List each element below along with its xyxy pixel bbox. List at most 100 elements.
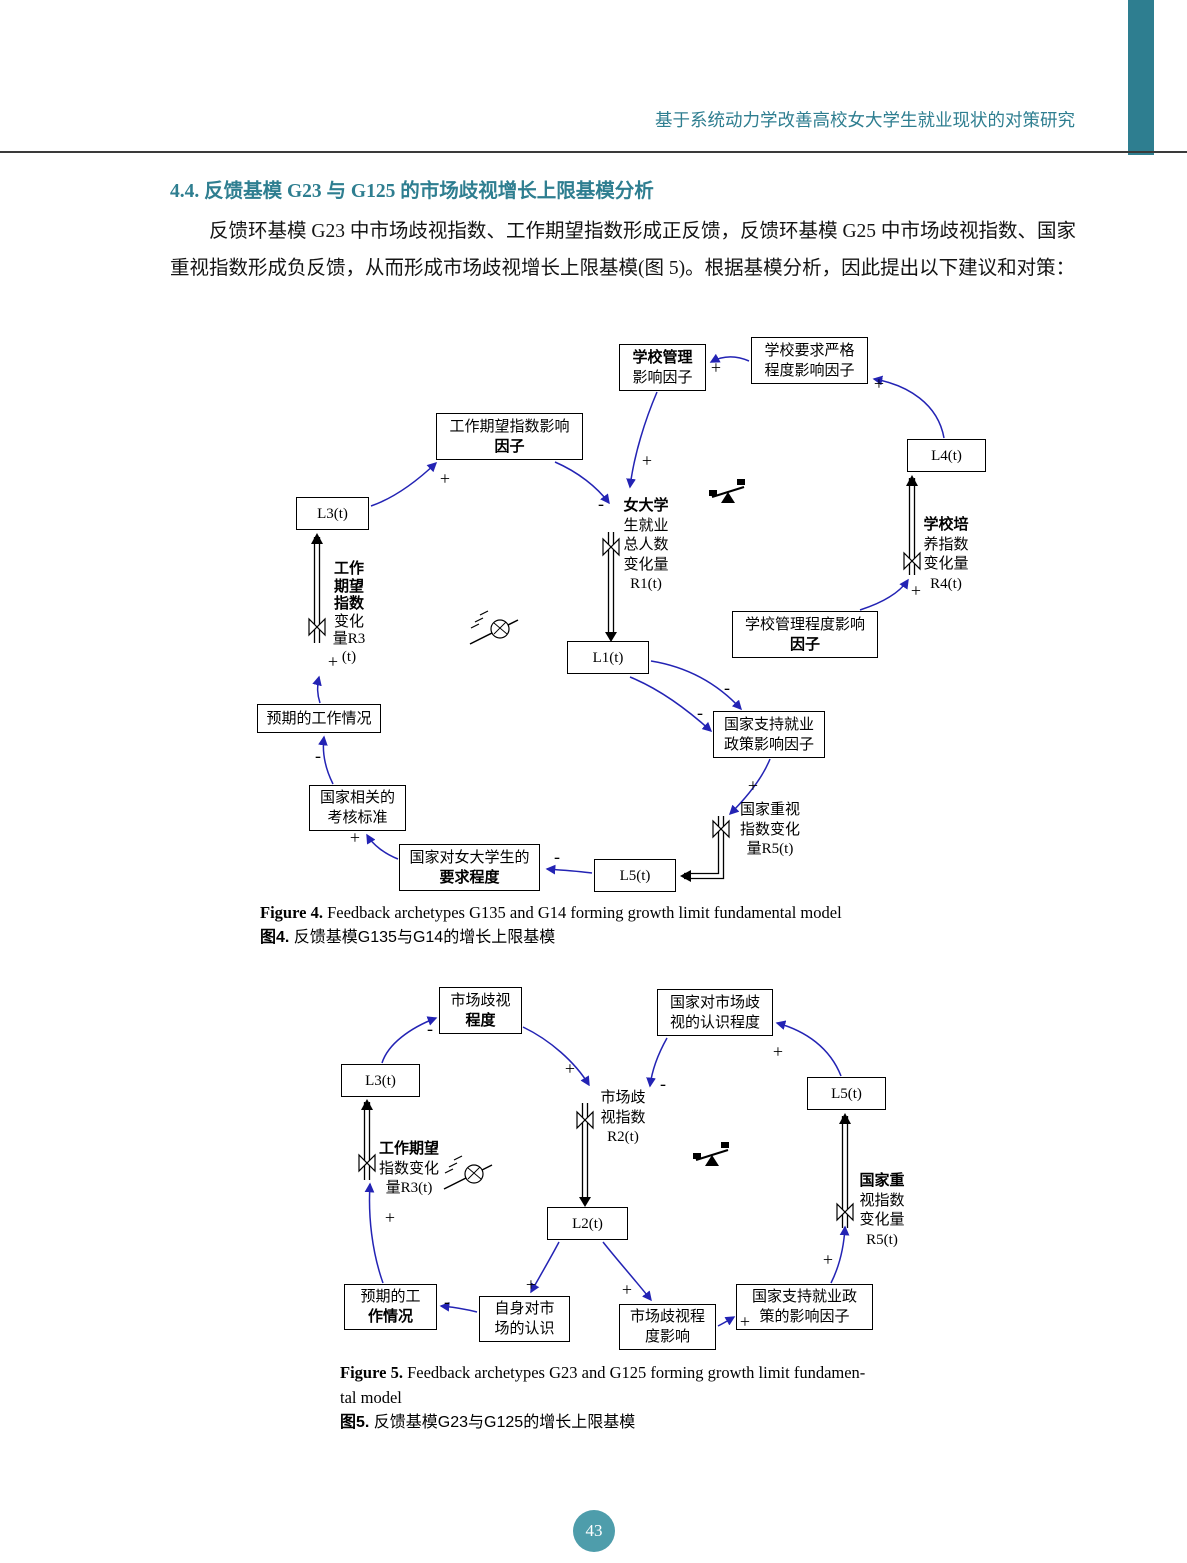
- fig5-rate-R5: 国家重 视指数 变化量 R5(t): [852, 1172, 912, 1250]
- snowball-icon: [469, 610, 519, 645]
- figure5-caption-zh-label: 图5.: [340, 1414, 370, 1431]
- fig5-node-self-market-awareness: 自身对市 场的认识: [479, 1296, 570, 1342]
- rate-line: 指数变化: [378, 1160, 439, 1177]
- polarity-sign: -: [444, 1291, 450, 1312]
- node-line: 因子: [789, 636, 820, 653]
- fig4-stock-L1: L1(t): [567, 641, 649, 674]
- node-line: 学校要求严格: [764, 342, 855, 359]
- polarity-sign: +: [349, 827, 361, 848]
- stock-label: L5(t): [619, 867, 651, 884]
- node-line: 市场歧视程: [629, 1309, 705, 1325]
- polarity-sign: +: [564, 1058, 576, 1079]
- node-line: 程度影响因子: [764, 362, 855, 379]
- fig5-stock-L2: L2(t): [547, 1207, 628, 1240]
- fig5-rate-R3: 工作期望 指数变化 量R3(t): [372, 1140, 446, 1199]
- body-paragraph: 反馈环基模 G23 中市场歧视指数、工作期望指数形成正反馈，反馈环基模 G25 …: [170, 221, 1076, 279]
- polarity-sign: +: [747, 775, 759, 796]
- rate-line: (t): [341, 648, 357, 665]
- polarity-sign: +: [710, 357, 722, 378]
- rate-line: 量R3(t): [385, 1180, 433, 1196]
- node-line: 国家支持就业: [723, 716, 814, 733]
- node-line: 政策影响因子: [723, 736, 814, 753]
- fig4-stock-L5: L5(t): [594, 859, 676, 892]
- page-number-badge: 43: [573, 1510, 615, 1552]
- fig4-node-national-requirement-degree: 国家对女大学生的 要求程度: [399, 844, 540, 891]
- polarity-sign: +: [739, 1311, 751, 1332]
- node-line: 国家对女大学生的: [409, 849, 530, 866]
- fig4-node-expected-work: 预期的工作情况: [257, 704, 381, 733]
- rate-line: 学校培: [923, 517, 969, 533]
- polarity-sign: -: [697, 702, 703, 723]
- rate-line: 量R3: [332, 631, 366, 647]
- rate-line: 变化: [333, 613, 364, 630]
- rate-line: 女大学: [623, 498, 669, 514]
- section-heading: 4.4. 反馈基模 G23 与 G125 的市场歧视增长上限基模分析: [170, 181, 654, 202]
- fig4-stock-L3: L3(t): [296, 497, 369, 530]
- figure5-caption: Figure 5. Feedback archetypes G23 and G1…: [340, 1360, 930, 1435]
- figure5-caption-en-line1: Figure 5. Feedback archetypes G23 and G1…: [340, 1360, 930, 1385]
- polarity-sign: -: [427, 1018, 433, 1039]
- polarity-sign: +: [439, 468, 451, 489]
- fig4-node-school-management-factor: 学校管理 影响因子: [619, 344, 706, 391]
- fig5-node-national-support-policy-factor: 国家支持就业政 策的影响因子: [736, 1284, 873, 1330]
- figure4-caption-zh: 图4. 反馈基模G135与G14的增长上限基模: [260, 925, 960, 950]
- node-line: 预期的工: [360, 1289, 421, 1305]
- fig4-node-national-assessment-standard: 国家相关的 考核标准: [309, 785, 406, 831]
- node-line: 程度: [465, 1012, 496, 1029]
- rate-line: 工作: [333, 561, 364, 577]
- snowball-icon: [443, 1155, 493, 1190]
- rate-line: 视指数: [859, 1192, 905, 1209]
- polarity-sign: +: [772, 1041, 784, 1062]
- figure5-caption-en-label: Figure 5.: [340, 1363, 403, 1382]
- node-line: 学校管理程度影响: [744, 616, 865, 633]
- polarity-sign: -: [598, 493, 604, 514]
- figure5-caption-zh: 图5. 反馈基模G23与G125的增长上限基模: [340, 1410, 930, 1435]
- figure4-caption-en-label: Figure 4.: [260, 903, 323, 922]
- rate-line: 期望: [333, 578, 364, 595]
- rate-line: R1(t): [630, 576, 662, 592]
- balance-icon: [709, 479, 745, 503]
- figure4-caption-en-text: Feedback archetypes G135 and G14 forming…: [322, 903, 842, 922]
- polarity-sign: -: [660, 1073, 666, 1094]
- fig4-rate-R4: 学校培 养指数 变化量 R4(t): [919, 516, 973, 594]
- rate-line: 国家重视: [739, 802, 800, 818]
- rate-line: 视指数: [600, 1109, 646, 1126]
- rate-line: 变化量: [859, 1212, 905, 1228]
- rate-line: 指数: [333, 596, 364, 612]
- polarity-sign: +: [327, 651, 339, 672]
- figure4-caption-zh-label: 图4.: [260, 929, 290, 946]
- rate-line: 变化量: [623, 556, 669, 573]
- polarity-sign: +: [641, 450, 653, 471]
- polarity-sign: -: [315, 745, 321, 766]
- node-line: 策的影响因子: [759, 1309, 850, 1325]
- node-line: 学校管理: [632, 349, 693, 366]
- node-line: 考核标准: [327, 810, 388, 826]
- node-line: 自身对市: [494, 1301, 555, 1317]
- polarity-sign: +: [525, 1274, 537, 1295]
- figure5-caption-en-line2: tal model: [340, 1388, 402, 1407]
- fig5-stock-L5: L5(t): [807, 1077, 886, 1110]
- rate-line: 指数变化: [739, 821, 800, 838]
- fig5-node-national-awareness: 国家对市场歧 视的认识程度: [657, 989, 773, 1036]
- fig4-node-work-expectation-factor: 工作期望指数影响 因子: [436, 413, 583, 460]
- polarity-sign: +: [910, 580, 922, 601]
- rate-line: 国家重: [859, 1173, 905, 1189]
- stock-label: L3(t): [365, 1072, 396, 1089]
- balance-icon: [693, 1142, 729, 1166]
- rate-line: R2(t): [607, 1129, 639, 1145]
- polarity-sign: +: [873, 373, 885, 394]
- figure4-caption-en: Figure 4. Feedback archetypes G135 and G…: [260, 900, 960, 925]
- node-line: 国家相关的: [319, 790, 395, 806]
- node-line: 市场歧视: [450, 992, 511, 1009]
- stock-label: L4(t): [931, 447, 962, 464]
- fig4-node-management-degree-factor: 学校管理程度影响 因子: [732, 611, 878, 658]
- rate-line: 量R5(t): [746, 841, 794, 857]
- stock-label: L3(t): [317, 505, 348, 522]
- node-line: 要求程度: [439, 869, 500, 886]
- rate-line: 变化量: [923, 556, 969, 572]
- rate-line: 工作期望: [378, 1141, 439, 1157]
- rate-line: 养指数: [923, 536, 969, 553]
- fig4-rate-R1: 女大学 生就业 总人数 变化量 R1(t): [619, 497, 673, 595]
- polarity-sign: +: [621, 1279, 633, 1300]
